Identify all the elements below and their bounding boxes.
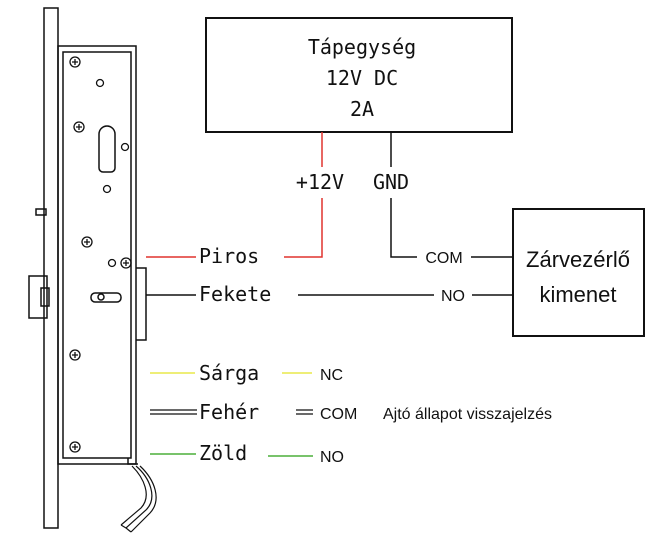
lock-body xyxy=(28,7,147,529)
wire-label-fekete: Fekete xyxy=(199,282,271,306)
controller-no-label: NO xyxy=(441,288,465,305)
gnd-label: GND xyxy=(373,170,409,194)
side-pin xyxy=(35,208,47,216)
sensor-no-label: NO xyxy=(320,449,344,466)
controller-box xyxy=(512,208,645,337)
hole-icon xyxy=(102,184,112,194)
cylinder-cutout xyxy=(98,125,116,173)
power-supply-voltage: 12V DC xyxy=(326,66,398,90)
latch-bolt xyxy=(28,275,48,319)
hole-icon xyxy=(120,142,130,152)
strike-slot xyxy=(90,292,122,303)
latch-bolt-inner xyxy=(40,287,50,307)
power-supply-title: Tápegység xyxy=(308,35,416,59)
screw-icon xyxy=(69,349,81,361)
connector-rail xyxy=(136,267,147,341)
power-supply-box xyxy=(205,17,513,133)
screw-icon xyxy=(69,56,81,68)
wire-guide xyxy=(127,458,138,465)
controller-subtitle: kimenet xyxy=(539,282,616,307)
lock-case xyxy=(57,45,137,465)
lock-faceplate xyxy=(43,7,59,529)
red-vertical-bottom xyxy=(284,198,323,258)
wire-label-sarga: Sárga xyxy=(199,361,259,385)
controller-com-label: COM xyxy=(425,250,462,267)
sensor-nc-label: NC xyxy=(320,367,343,384)
strike-hole xyxy=(97,293,105,301)
screws xyxy=(69,56,132,453)
screw-icon xyxy=(69,441,81,453)
lock-case-inner xyxy=(62,51,132,459)
power-supply-current: 2A xyxy=(350,97,374,121)
plus12v-label: +12V xyxy=(296,170,344,194)
screw-icon xyxy=(73,121,85,133)
screw-icon xyxy=(120,257,132,269)
screw-icon xyxy=(81,236,93,248)
hole-icon xyxy=(95,78,105,88)
controller-title: Zárvezérlő xyxy=(526,247,630,272)
sensor-com-label: COM xyxy=(320,406,357,423)
cable-bundle xyxy=(120,465,157,533)
wire-label-feher: Fehér xyxy=(199,400,259,424)
gnd-wire xyxy=(390,198,417,258)
wire-label-zold: Zöld xyxy=(199,441,247,465)
hole-icon xyxy=(107,258,117,268)
wire-label-piros: Piros xyxy=(199,244,259,268)
sensor-description: Ajtó állapot visszajelzés xyxy=(383,406,552,423)
